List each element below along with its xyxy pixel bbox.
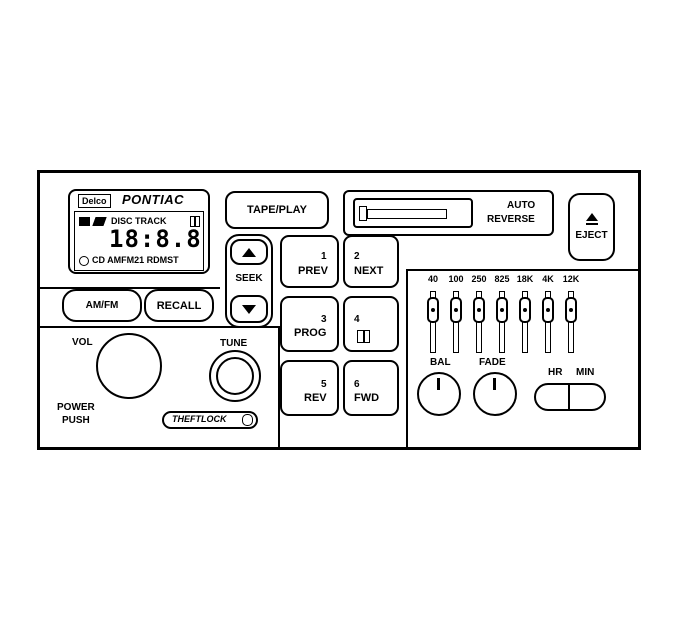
preset-number: 6 bbox=[354, 379, 360, 390]
cassette-window bbox=[367, 209, 447, 219]
preset-label: PROG bbox=[294, 327, 327, 339]
seek-down-button[interactable] bbox=[230, 295, 268, 323]
preset-label: NEXT bbox=[354, 265, 384, 277]
eq-band-label: 40 bbox=[427, 274, 438, 284]
preset-label: PREV bbox=[298, 265, 328, 277]
minute-button[interactable] bbox=[572, 385, 604, 409]
power-label: POWER bbox=[57, 402, 95, 413]
preset-4-button[interactable]: 4 bbox=[343, 296, 399, 352]
am-fm-button[interactable]: AM/FM bbox=[62, 289, 142, 322]
preset-1-prev-button[interactable]: 1 PREV bbox=[280, 235, 339, 288]
preset-6-fwd-button[interactable]: 6 FWD bbox=[343, 360, 399, 416]
delco-badge: Delco bbox=[78, 194, 111, 208]
recall-button[interactable]: RECALL bbox=[144, 289, 214, 322]
triangle-down-icon bbox=[242, 304, 256, 314]
eq-band-label: 4K bbox=[542, 274, 554, 284]
divider-left-vertical bbox=[278, 326, 280, 450]
eq-slider-825[interactable] bbox=[496, 297, 508, 323]
hour-button[interactable] bbox=[536, 385, 570, 409]
preset-number: 4 bbox=[354, 314, 360, 325]
preset-label: REV bbox=[304, 392, 327, 404]
preset-2-next-button[interactable]: 2 NEXT bbox=[343, 235, 399, 288]
seek-rocker: SEEK bbox=[225, 234, 273, 328]
lcd-digits: 18:8.8 bbox=[109, 225, 202, 253]
seek-label: SEEK bbox=[235, 273, 263, 284]
disc-track-label: DISC TRACK bbox=[111, 216, 167, 226]
fade-knob[interactable] bbox=[473, 372, 517, 416]
vol-label: VOL bbox=[72, 337, 93, 348]
mode-indicators: CD AMFM21 RDMST bbox=[92, 255, 179, 265]
pontiac-logo: PONTIAC bbox=[122, 192, 184, 207]
preset-number: 2 bbox=[354, 251, 360, 262]
eject-icon bbox=[585, 213, 598, 221]
theftlock-label: THEFTLOCK bbox=[172, 414, 227, 424]
tape-play-button[interactable]: TAPE/PLAY bbox=[225, 191, 329, 229]
preset-number: 3 bbox=[321, 314, 327, 325]
divider-left-mid bbox=[40, 287, 220, 289]
tune-knob-inner bbox=[216, 357, 254, 395]
eject-label: EJECT bbox=[575, 230, 608, 241]
eq-slider-4K[interactable] bbox=[542, 297, 554, 323]
theftlock-indicator: THEFTLOCK bbox=[162, 411, 258, 429]
eq-slider-18K[interactable] bbox=[519, 297, 531, 323]
eq-band-label: 18K bbox=[516, 274, 534, 284]
balance-knob[interactable] bbox=[417, 372, 461, 416]
cassette-door bbox=[353, 198, 473, 228]
tune-knob[interactable] bbox=[209, 350, 261, 402]
eq-slider-250[interactable] bbox=[473, 297, 485, 323]
theftlock-led-icon bbox=[242, 414, 253, 426]
tune-label: TUNE bbox=[220, 338, 248, 349]
divider-right-top bbox=[406, 269, 641, 271]
cassette-tab bbox=[359, 206, 367, 221]
eq-band-label: 100 bbox=[448, 274, 464, 284]
triangle-up-icon bbox=[242, 247, 256, 257]
divider-left-lower bbox=[40, 326, 280, 328]
eq-slider-40[interactable] bbox=[427, 297, 439, 323]
reverse-label: REVERSE bbox=[487, 214, 535, 225]
preset-label: FWD bbox=[354, 392, 380, 404]
disc-icon bbox=[92, 217, 107, 226]
eq-slider-12K[interactable] bbox=[565, 297, 577, 323]
lcd-screen: DISC TRACK 18:8.8 CD AMFM21 RDMST bbox=[74, 211, 204, 271]
volume-knob[interactable] bbox=[96, 333, 162, 399]
tape-icon bbox=[79, 217, 90, 226]
preset-5-rev-button[interactable]: 5 REV bbox=[280, 360, 339, 416]
preset-number: 5 bbox=[321, 379, 327, 390]
preset-number: 1 bbox=[321, 251, 327, 262]
dolby-icon bbox=[190, 216, 200, 227]
hr-label: HR bbox=[548, 367, 563, 378]
push-label: PUSH bbox=[62, 415, 90, 426]
knob-indicator-mark bbox=[493, 378, 496, 390]
bal-label: BAL bbox=[430, 357, 451, 368]
auto-label: AUTO bbox=[507, 200, 536, 211]
divider-right-vertical bbox=[406, 269, 408, 450]
knob-indicator-mark bbox=[437, 378, 440, 390]
lcd-display: Delco PONTIAC DISC TRACK 18:8.8 CD AMFM2… bbox=[68, 189, 210, 274]
eject-icon-bar bbox=[585, 223, 598, 225]
cd-indicator-icon bbox=[79, 256, 89, 266]
eq-slider-100[interactable] bbox=[450, 297, 462, 323]
fade-label: FADE bbox=[479, 357, 506, 368]
eq-band-label: 825 bbox=[494, 274, 510, 284]
clock-rocker bbox=[534, 383, 606, 411]
cassette-slot: AUTO REVERSE bbox=[343, 190, 554, 236]
eq-band-label: 12K bbox=[562, 274, 580, 284]
seek-up-button[interactable] bbox=[230, 239, 268, 265]
preset-3-prog-button[interactable]: 3 PROG bbox=[280, 296, 339, 352]
eject-button[interactable]: EJECT bbox=[568, 193, 615, 261]
min-label: MIN bbox=[576, 367, 595, 378]
eq-band-label: 250 bbox=[471, 274, 487, 284]
dolby-icon bbox=[357, 330, 370, 343]
